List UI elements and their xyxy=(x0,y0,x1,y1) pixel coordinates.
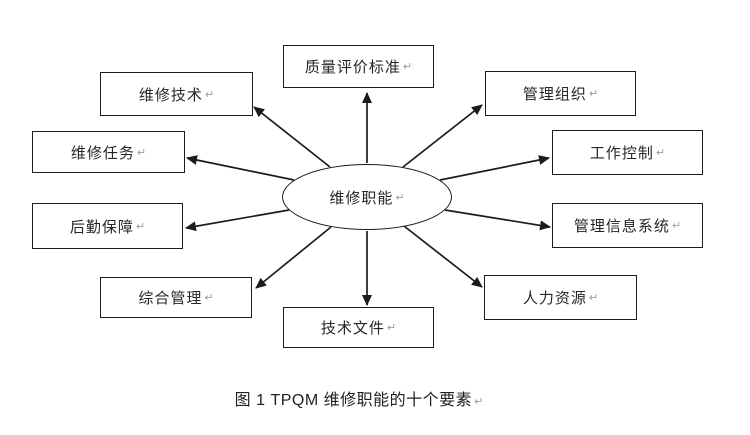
node-box-technical-documents: 技术文件↵ xyxy=(283,307,434,348)
node-label: 维修技术 xyxy=(138,86,203,104)
node-box-management-organization: 管理组织↵ xyxy=(485,71,636,116)
node-label: 管理信息系统 xyxy=(573,218,670,235)
node-box-comprehensive-management: 综合管理↵ xyxy=(100,277,252,318)
paragraph-mark-icon: ↵ xyxy=(402,61,413,73)
node-box-maintenance-tasks: 维修任务↵ xyxy=(32,131,185,173)
node-label: 质量评价标准 xyxy=(304,59,401,76)
paragraph-mark-icon: ↵ xyxy=(474,396,484,408)
figure-caption: 图 1 TPQM 维修职能的十个要素↵ xyxy=(0,386,718,410)
node-box-maintenance-technology: 维修技术↵ xyxy=(100,72,253,116)
node-label: 后勤保障 xyxy=(69,218,134,236)
node-label: 维修任务 xyxy=(70,144,135,162)
paragraph-mark-icon: ↵ xyxy=(204,292,214,304)
node-label: 工作控制 xyxy=(589,145,654,162)
node-label: 综合管理 xyxy=(138,290,203,307)
node-box-logistics-support: 后勤保障↵ xyxy=(32,203,183,249)
paragraph-mark-icon: ↵ xyxy=(135,220,146,233)
paragraph-mark-icon: ↵ xyxy=(204,88,215,101)
figure-caption-text: 图 1 TPQM 维修职能的十个要素 xyxy=(234,392,473,409)
paragraph-mark-icon: ↵ xyxy=(136,146,147,159)
node-label: 技术文件 xyxy=(320,320,385,337)
node-box-quality-evaluation-standards: 质量评价标准↵ xyxy=(283,45,434,88)
paragraph-mark-icon: ↵ xyxy=(655,147,666,159)
paragraph-mark-icon: ↵ xyxy=(671,220,682,232)
node-box-human-resources: 人力资源↵ xyxy=(484,275,637,320)
center-node-label: 维修职能 xyxy=(329,189,394,207)
paragraph-mark-icon: ↵ xyxy=(386,322,397,334)
paragraph-mark-icon: ↵ xyxy=(588,88,599,100)
paragraph-mark-icon: ↵ xyxy=(588,292,599,304)
node-label: 人力资源 xyxy=(522,290,587,307)
center-node-maintenance-functions: 维修职能↵ xyxy=(282,164,452,230)
node-box-management-information-system: 管理信息系统↵ xyxy=(552,203,703,248)
node-box-work-control: 工作控制↵ xyxy=(552,130,703,175)
node-label: 管理组织 xyxy=(522,86,587,103)
paragraph-mark-icon: ↵ xyxy=(395,191,405,204)
